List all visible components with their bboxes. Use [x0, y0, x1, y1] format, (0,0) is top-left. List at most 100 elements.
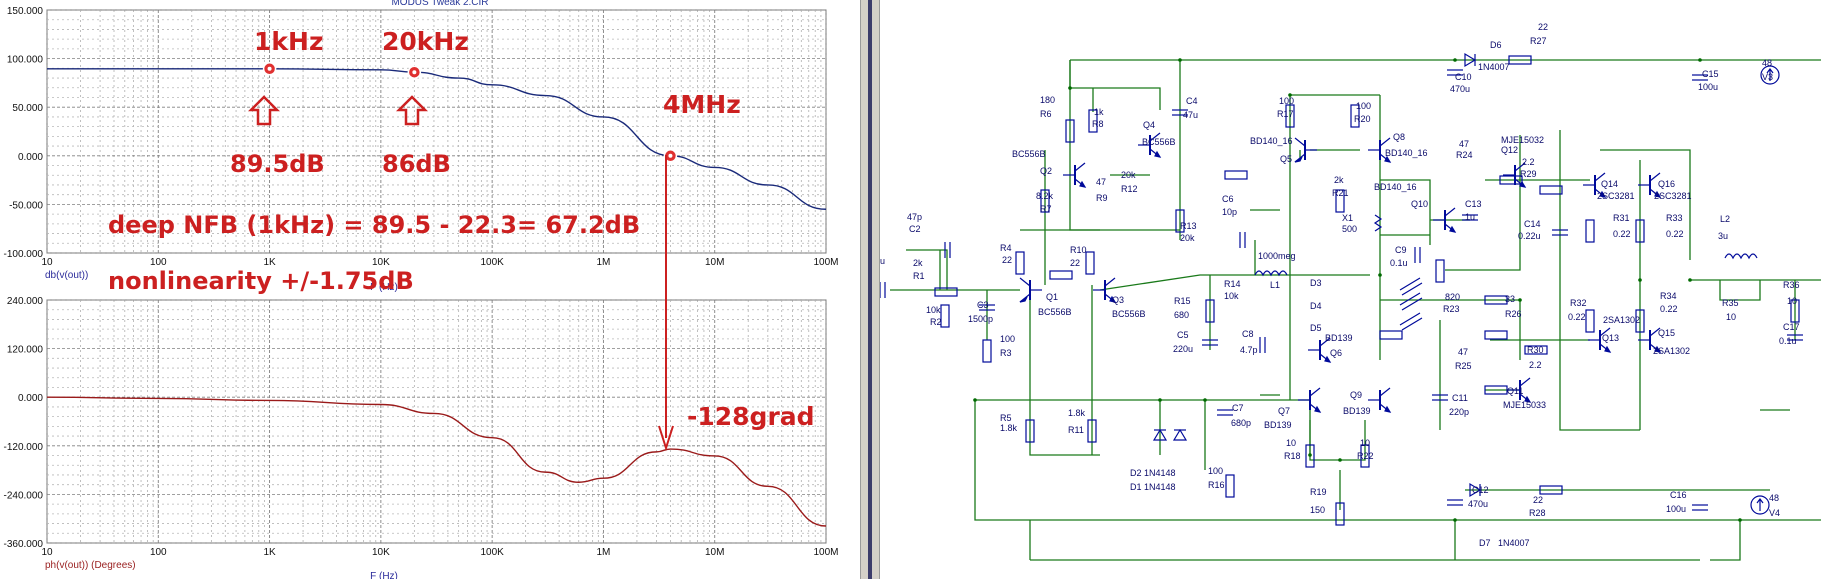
resistor-icon — [1305, 444, 1315, 468]
component-label: 1N4007 — [1498, 538, 1530, 548]
component-label: V3 — [1762, 72, 1773, 82]
junction-dot — [1308, 453, 1312, 457]
component-label: BC556B — [1012, 149, 1046, 159]
component-label: BD140_16 — [1250, 136, 1293, 146]
resistor-icon — [1524, 345, 1548, 355]
x-axis-label: F (Hz) — [370, 282, 398, 293]
component-label: R21 — [1332, 188, 1349, 198]
y-tick-label: 150.000 — [7, 6, 44, 17]
component-label: R12 — [1121, 184, 1138, 194]
component-label: R26 — [1505, 309, 1522, 319]
component-label: 180 — [1040, 95, 1055, 105]
x-tick-label: 100M — [813, 257, 838, 268]
resistor-icon — [940, 304, 950, 328]
series-line — [47, 68, 827, 210]
component-label: 2SC3281 — [1654, 191, 1692, 201]
component-label: 10p — [1222, 207, 1237, 217]
transistor-arrow-icon — [1154, 150, 1162, 158]
component-label: 33 — [1505, 294, 1515, 304]
component-label: 1k — [1094, 107, 1104, 117]
diode-string-icon — [1399, 292, 1423, 311]
component-label: 48 — [1762, 58, 1772, 68]
resistor-icon — [1484, 295, 1508, 305]
junction-dot — [1453, 58, 1457, 62]
diode-icon — [1464, 52, 1477, 68]
component-label: BD139 — [1264, 420, 1292, 430]
x-tick-label: 100 — [150, 547, 167, 558]
component-label: R32 — [1570, 298, 1587, 308]
component-label: R20 — [1354, 114, 1371, 124]
component-label: 0.22u — [1518, 231, 1541, 241]
component-label: 47 — [1458, 347, 1468, 357]
component-label: C9 — [1395, 245, 1407, 255]
component-label: 1.8k — [1068, 408, 1086, 418]
component-label: R15 — [1174, 296, 1191, 306]
junction-dot — [1203, 398, 1207, 402]
inductor-icon — [1724, 253, 1758, 260]
component-label: R7 — [1040, 204, 1052, 214]
component-label: X1 — [1342, 213, 1353, 223]
junction-dot — [1638, 278, 1642, 282]
component-label: Q10 — [1411, 199, 1428, 209]
component-label: R27 — [1530, 36, 1547, 46]
transistor-arrow-icon — [1654, 345, 1662, 353]
trace-label-magnitude: db(v(out)) — [45, 270, 88, 281]
schematic-components[interactable] — [879, 52, 1803, 526]
component-label: R30 — [1527, 345, 1544, 355]
component-label: Q5 — [1280, 154, 1292, 164]
y-tick-label: 0.000 — [18, 393, 43, 404]
component-label: D7 — [1479, 538, 1491, 548]
component-label: 220u — [1173, 344, 1193, 354]
component-label: 22 — [1002, 255, 1012, 265]
x-tick-label: 10K — [372, 257, 390, 268]
transistor-icon — [1379, 387, 1391, 397]
component-label: D4 — [1310, 301, 1322, 311]
splitter-grip[interactable] — [868, 0, 872, 579]
voltage-source-icon — [1766, 68, 1774, 74]
component-label: R16 — [1208, 480, 1225, 490]
component-label: 47u — [1183, 110, 1198, 120]
component-label: Q9 — [1350, 390, 1362, 400]
pane-splitter[interactable] — [860, 0, 880, 579]
transistor-icon — [1514, 162, 1526, 172]
value-20k: 86dB — [382, 150, 451, 178]
y-tick-label: -50.000 — [9, 200, 43, 211]
component-label: R1 — [913, 271, 925, 281]
component-label: 220p — [1449, 407, 1469, 417]
resistor-icon — [1435, 259, 1445, 283]
arrow-down-icon — [658, 425, 674, 452]
x-tick-label: 10M — [705, 547, 724, 558]
schematic-wires — [890, 59, 1821, 561]
component-label: u — [880, 256, 885, 266]
component-label: D3 — [1310, 278, 1322, 288]
component-label: 10 — [1286, 438, 1296, 448]
transistor-arrow-icon — [1604, 345, 1612, 353]
component-label: 47p — [907, 212, 922, 222]
component-label: Q6 — [1330, 348, 1342, 358]
component-label: 2k — [1334, 175, 1344, 185]
component-label: R6 — [1040, 109, 1052, 119]
component-label: 4.7p — [1240, 345, 1258, 355]
component-label: 10 — [1726, 312, 1736, 322]
component-label: Q2 — [1040, 166, 1052, 176]
component-label: 1N4007 — [1478, 62, 1510, 72]
component-label: 1.8k — [1000, 423, 1018, 433]
component-label: BD140_16 — [1385, 148, 1428, 158]
component-label: 2SC3281 — [1597, 191, 1635, 201]
component-label: R28 — [1529, 508, 1546, 518]
nonlinearity-note: nonlinearity +/-1.75dB — [108, 267, 414, 295]
transistor-arrow-icon — [1019, 296, 1028, 303]
diode-icon — [1152, 428, 1168, 441]
junction-dot — [1178, 58, 1182, 62]
component-label: C8 — [1242, 329, 1254, 339]
component-label: 47 — [1459, 139, 1469, 149]
transistor-icon — [1309, 387, 1321, 397]
component-label: 100 — [1208, 466, 1223, 476]
component-label: 100u — [1698, 82, 1718, 92]
transistor-icon — [1379, 137, 1391, 147]
component-label: R34 — [1660, 291, 1677, 301]
component-label: C16 — [1670, 490, 1687, 500]
